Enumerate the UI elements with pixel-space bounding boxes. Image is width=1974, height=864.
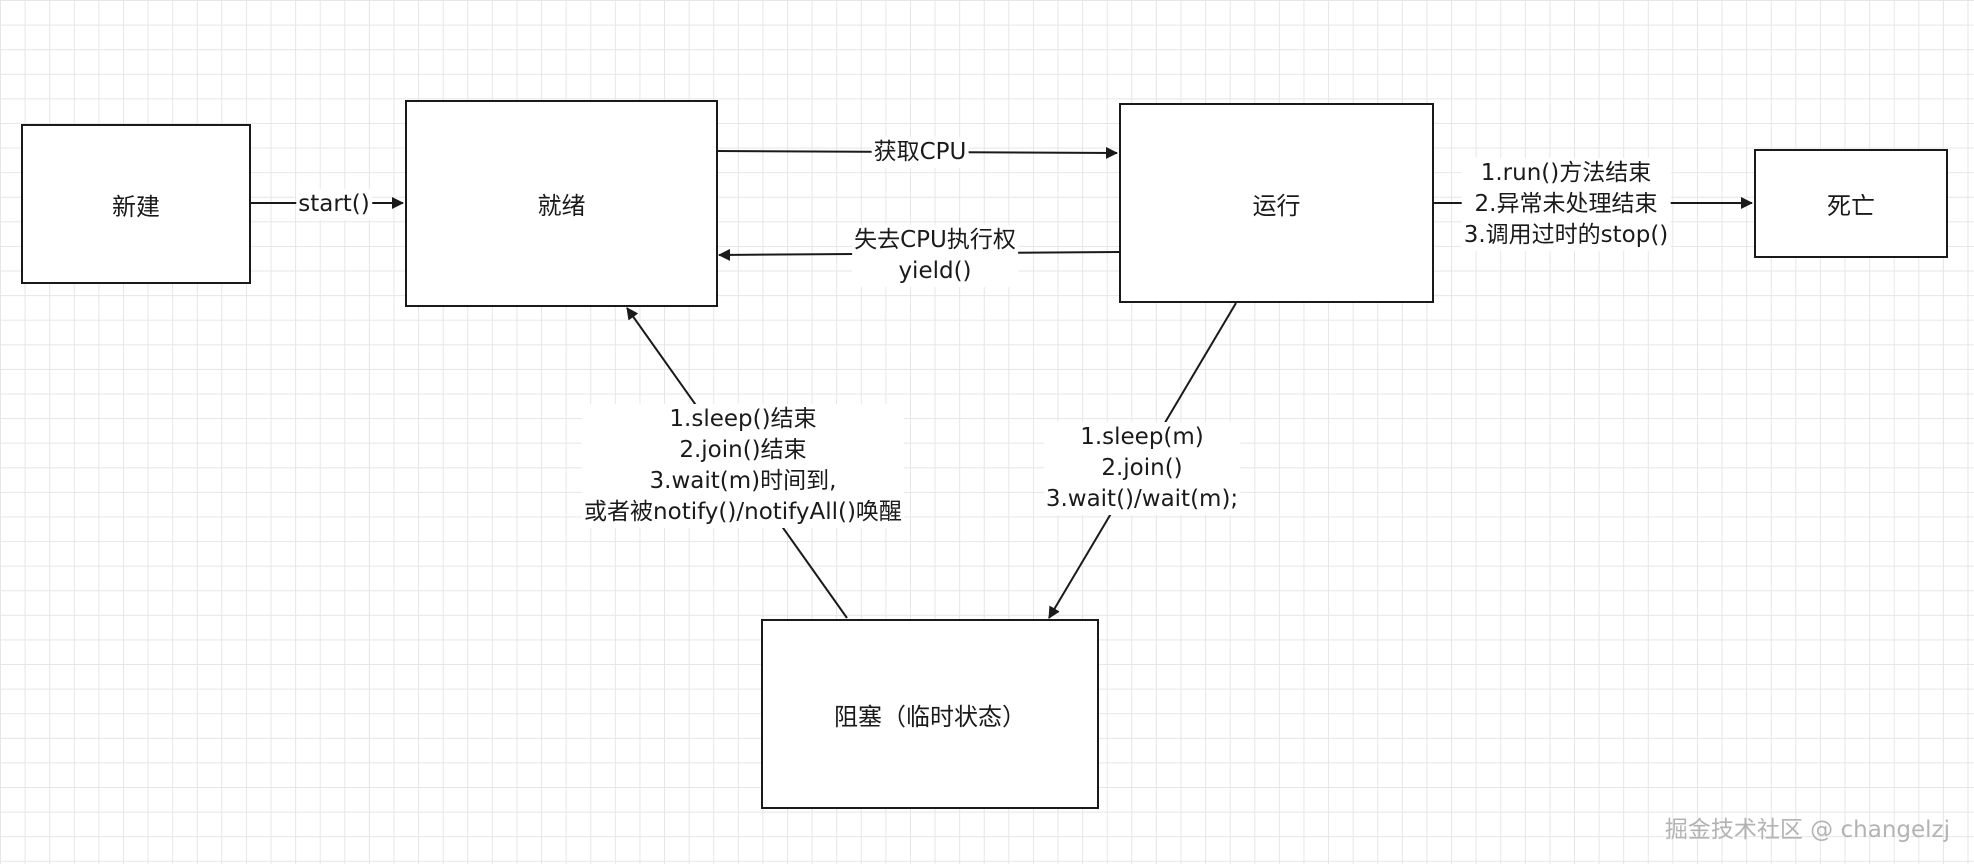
label-line: 3.调用过时的stop() — [1463, 222, 1669, 248]
label-line: 1.run()方法结束 — [1480, 160, 1652, 186]
node-blocked: 阻塞（临时状态） — [761, 619, 1099, 809]
label-line: 3.wait(m)时间到, — [649, 468, 837, 494]
label-unblock: 1.sleep()结束 2.join()结束 3.wait(m)时间到, 或者被… — [582, 404, 904, 528]
node-running: 运行 — [1119, 103, 1434, 303]
label-to-blocked: 1.sleep(m) 2.join() 3.wait()/wait(m); — [1043, 422, 1241, 515]
label-line: 获取CPU — [873, 139, 967, 165]
label-line: 3.wait()/wait(m); — [1045, 486, 1239, 512]
label-line: start() — [298, 191, 370, 217]
node-new: 新建 — [21, 124, 251, 284]
label-line: yield() — [898, 258, 972, 284]
node-dead: 死亡 — [1754, 149, 1948, 258]
node-ready: 就绪 — [405, 100, 718, 307]
label-get-cpu: 获取CPU — [871, 137, 969, 168]
label-line: 或者被notify()/notifyAll()唤醒 — [584, 499, 902, 525]
label-terminate: 1.run()方法结束 2.异常未处理结束 3.调用过时的stop() — [1461, 158, 1671, 251]
label-line: 1.sleep(m) — [1080, 424, 1204, 450]
label-line: 2.异常未处理结束 — [1474, 191, 1658, 217]
watermark: 掘金技术社区 @ changelzj — [1664, 817, 1950, 843]
label-line: 1.sleep()结束 — [669, 406, 817, 432]
label-lose-cpu: 失去CPU执行权 yield() — [852, 225, 1018, 287]
label-line: 2.join() — [1101, 455, 1183, 481]
label-start: start() — [296, 189, 372, 220]
label-line: 2.join()结束 — [679, 437, 807, 463]
label-line: 失去CPU执行权 — [854, 227, 1016, 253]
